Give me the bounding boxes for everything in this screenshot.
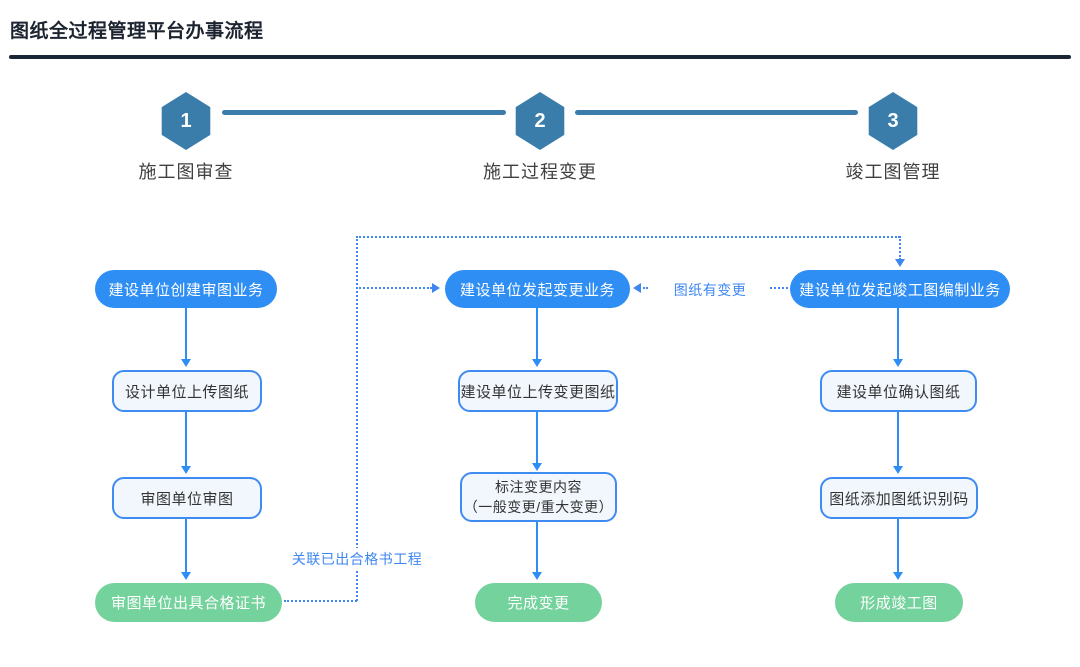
step-1-number: 1 [180,109,192,132]
mark-change-line1: 标注变更内容 [495,479,582,495]
node-review-drawings: 审图单位审图 [112,477,262,519]
dotted-down-to-asbuilt [899,236,901,260]
node-issue-certificate: 审图单位出具合格证书 [95,583,282,622]
node-confirm-drawings: 建设单位确认图纸 [820,370,977,412]
connector-label-cert-link: 关联已出合格书工程 [277,548,437,570]
flow-arrow [893,308,903,367]
node-initiate-asbuilt: 建设单位发起竣工图编制业务 [790,270,1010,308]
step-2-hexagon: 2 [515,92,565,150]
step-1-label: 施工图审查 [138,162,234,182]
node-asbuilt-done: 形成竣工图 [835,583,963,622]
flow-arrow [893,412,903,474]
step-1-hexagon: 1 [161,92,211,150]
flow-arrow [181,519,191,580]
flow-arrow [893,519,903,580]
step-connector-2-3 [575,110,858,115]
dotted-branch-to-change [356,287,432,289]
page-title: 图纸全过程管理平台办事流程 [10,21,264,42]
flow-arrow [532,308,542,367]
flow-arrow [181,308,191,367]
flow-arrow [532,412,542,471]
node-initiate-change: 建设单位发起变更业务 [445,270,630,308]
dotted-arrowhead-left-icon [633,283,641,293]
step-connector-1-2 [222,110,506,115]
flow-arrow [181,412,191,474]
mark-change-line2: （一般变更/重大变更） [463,499,614,515]
step-2-label: 施工过程变更 [483,162,597,182]
dotted-cert-vertical [356,236,358,601]
node-create-review-business: 建设单位创建审图业务 [95,270,277,308]
flow-arrow [532,522,542,580]
dotted-cert-horizontal [284,600,357,602]
node-change-done: 完成变更 [475,583,602,622]
step-2-number: 2 [534,109,546,132]
title-underline [9,55,1071,59]
node-upload-change-drawings: 建设单位上传变更图纸 [458,370,618,412]
node-upload-drawings: 设计单位上传图纸 [112,370,262,412]
step-3-hexagon: 3 [868,92,918,150]
dotted-arrowhead-right-icon [432,283,440,293]
step-3-label: 竣工图管理 [845,162,941,182]
node-mark-change-content: 标注变更内容 （一般变更/重大变更） [460,472,617,522]
connector-label-has-change: 图纸有变更 [650,279,770,301]
dotted-top-horizontal [356,236,900,238]
step-3-number: 3 [887,109,899,132]
node-add-drawing-code: 图纸添加图纸识别码 [820,477,978,519]
dotted-arrowhead-down-icon [895,259,905,267]
